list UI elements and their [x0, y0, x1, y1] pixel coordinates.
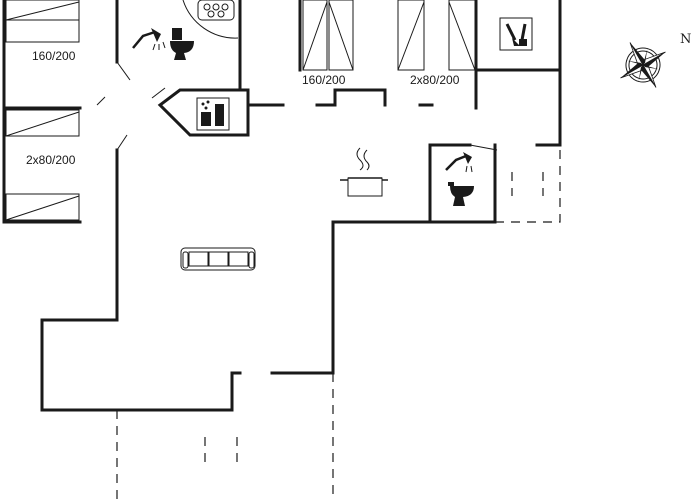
label-bed-right: 2x80/200	[410, 73, 460, 87]
door-hall-upper	[116, 61, 131, 81]
compass-north-label: N	[680, 32, 691, 47]
toilet-icon	[448, 182, 474, 206]
sofa-icon	[180, 247, 256, 271]
wall-living-west	[40, 220, 242, 412]
beds	[5, 0, 476, 221]
wall-right-outer	[535, 0, 562, 147]
hot-tub-icon	[197, 0, 235, 21]
hot-tub-curve	[182, 0, 239, 39]
door-sauna	[151, 87, 166, 99]
sauna-icon	[196, 97, 230, 131]
cooking-pot-icon	[340, 147, 388, 197]
bed-center	[302, 0, 354, 71]
doors	[96, 0, 498, 151]
door-small-bath	[469, 144, 498, 151]
toilet-icon	[170, 28, 194, 60]
wall-living-east	[270, 220, 497, 375]
label-bed-center: 160/200	[302, 73, 346, 87]
shower-icon	[445, 152, 473, 173]
bed-mid-left	[5, 109, 80, 221]
label-bed-top-left: 160/200	[32, 49, 76, 63]
label-bed-mid-left: 2x80/200	[26, 153, 76, 167]
door-hall-lower	[116, 134, 128, 151]
compass-rose-icon	[620, 42, 666, 88]
utility-icon	[499, 17, 533, 51]
bed-right	[397, 0, 476, 71]
wall-chimney	[333, 88, 387, 107]
entry-outline	[495, 145, 561, 223]
shower-icon	[132, 28, 166, 51]
wall-sauna	[157, 88, 250, 137]
terrace-lines	[116, 145, 561, 500]
door-bedroom	[96, 96, 106, 106]
walls	[2, 0, 562, 412]
bed-top-left	[5, 0, 80, 43]
